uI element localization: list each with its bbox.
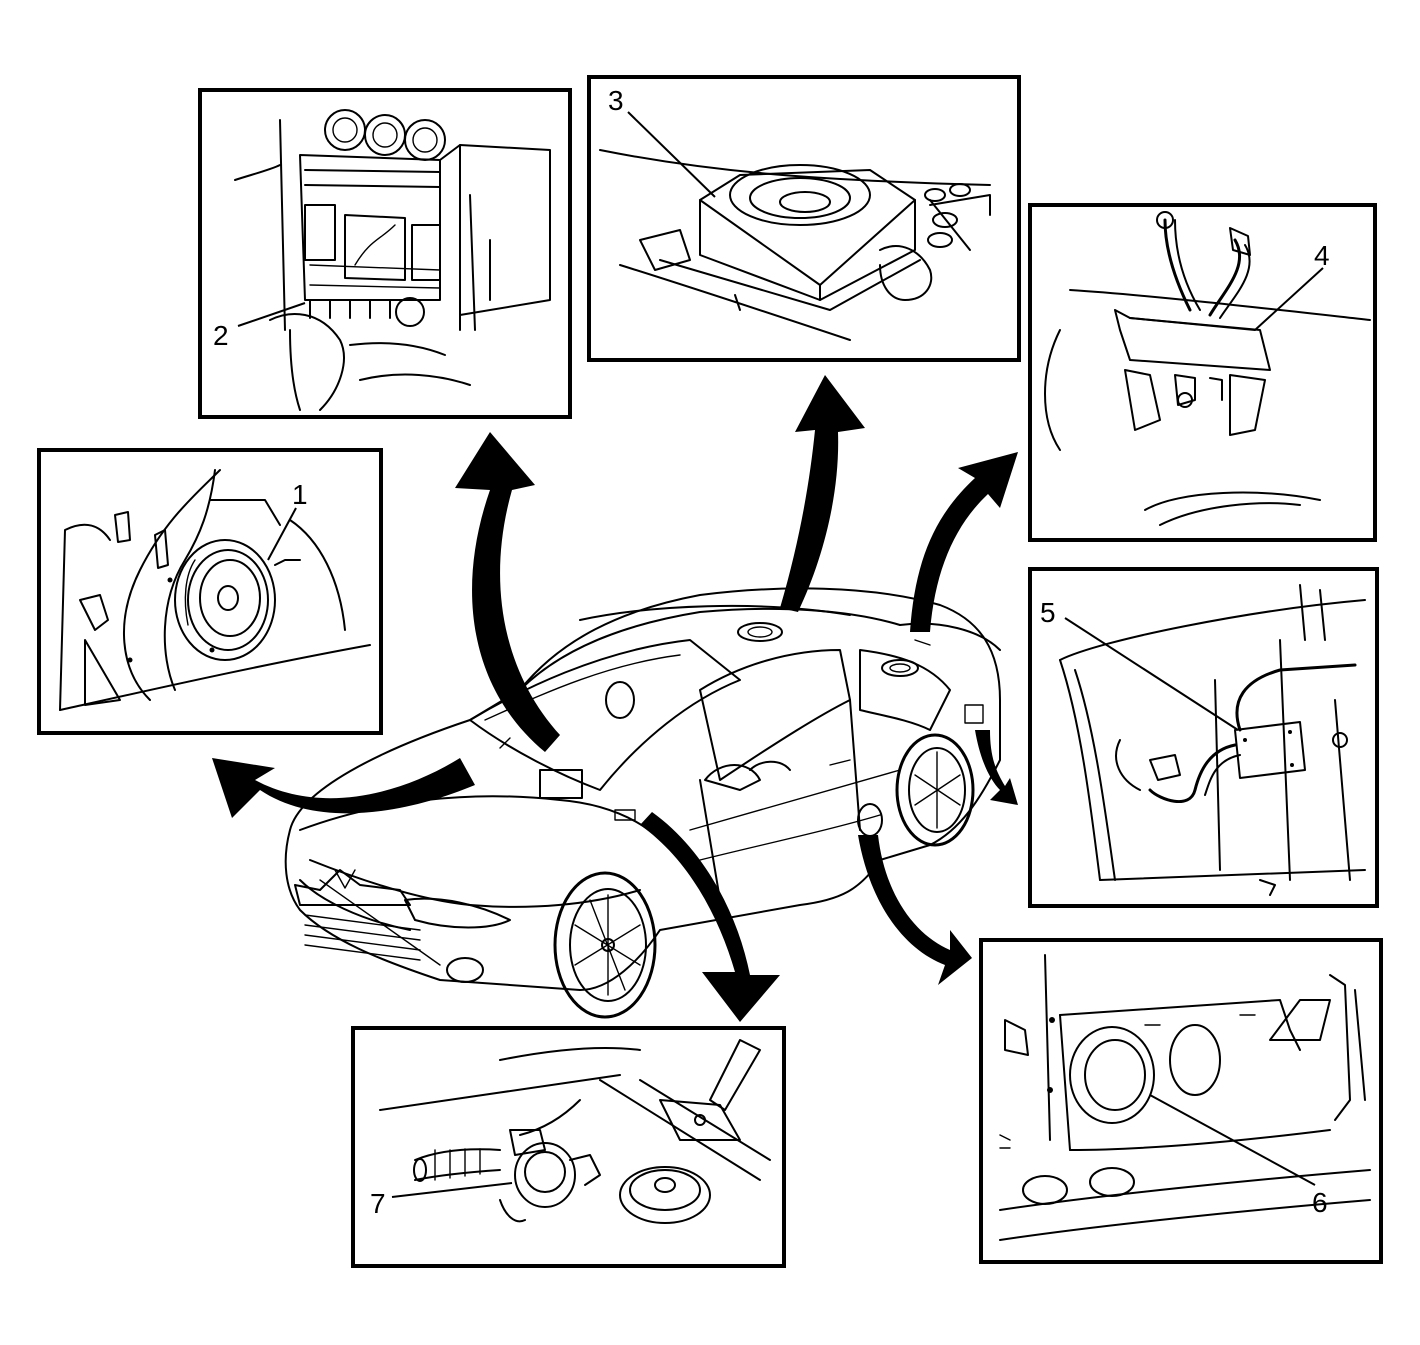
- arrow-to-panel-6: [858, 835, 972, 985]
- callout-2: 2: [213, 320, 229, 351]
- callout-3: 3: [608, 85, 624, 116]
- callout-5: 5: [1040, 597, 1056, 628]
- arrow-to-panel-2: [455, 432, 560, 752]
- arrow-to-panel-1: [212, 758, 475, 818]
- panel-3-rear-subwoofer: 3: [587, 75, 1021, 362]
- callout-1: 1: [292, 479, 308, 510]
- callout-4: 4: [1314, 240, 1330, 271]
- panel-6-rear-speaker: 6: [979, 938, 1383, 1264]
- callout-7: 7: [370, 1188, 386, 1219]
- arrow-to-panel-5: [975, 730, 1018, 805]
- callout-6: 6: [1312, 1187, 1328, 1218]
- panel-1-front-door-speaker: 1: [37, 448, 383, 735]
- panel-5-module: 5: [1028, 567, 1379, 908]
- panel-2-radio-head-unit: 2: [198, 88, 572, 419]
- panel-7-horn: 7: [351, 1026, 786, 1268]
- panel-4-amplifier: 4: [1028, 203, 1377, 542]
- arrow-to-panel-7: [640, 812, 780, 1022]
- arrow-to-panel-4: [910, 452, 1018, 632]
- vehicle-illustration: [284, 587, 1001, 1019]
- arrow-to-panel-3: [780, 375, 865, 612]
